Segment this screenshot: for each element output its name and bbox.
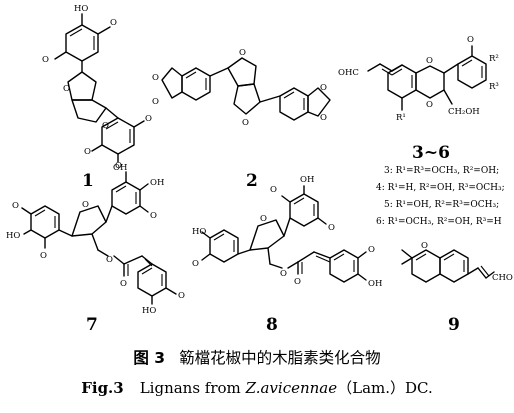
figure-caption-chinese: 图 3 簕檔花椒中的木脂素类化合物	[0, 346, 514, 368]
compound-3-6-r1-label: R¹	[396, 113, 406, 123]
compound-7-ome-label: O	[150, 211, 157, 221]
compound-9-number: 9	[448, 315, 460, 335]
compound-3-6-number: 3~6	[412, 143, 450, 163]
compound-2-dioxole-o-label: O	[152, 97, 159, 107]
compound-1-oh-label: OH	[113, 163, 127, 173]
figure-caption-english: Fig.3 Lignans from Z.avicennae（Lam.）DC.	[0, 377, 514, 398]
legend-compound-4: 4: R¹=H, R²=OH, R³=OCH₃;	[376, 183, 505, 193]
compound-7-ome-label: O	[40, 251, 47, 261]
compound-8-ome-label: O	[328, 223, 335, 233]
compound-7-ome-label: O	[178, 291, 185, 301]
legend-compound-6: 6: R¹=OCH₃, R²=OH, R³=H	[376, 217, 502, 227]
compound-9-ring-o-label: O	[421, 241, 428, 251]
compound-1-ome-label: O	[42, 55, 49, 65]
compound-8-number: 8	[266, 315, 278, 335]
compound-2-dioxole-o-label: O	[152, 73, 159, 83]
compound-8-ring-o-label: O	[260, 214, 267, 224]
compound-2-number: 2	[246, 171, 258, 191]
compound-1-ho-label: HO	[74, 4, 88, 14]
compound-1-number: 1	[82, 171, 94, 191]
compound-2-structure	[161, 57, 331, 121]
compound-3-6-r2-label: R²	[489, 54, 499, 64]
compound-8-oh-label: OH	[300, 175, 314, 185]
figure-title-english-post: （Lam.）DC.	[337, 379, 433, 397]
compound-3-6-structure	[367, 45, 487, 111]
compound-7-ester-o-label: O	[106, 255, 113, 265]
compound-2-ring-o-label: O	[242, 118, 249, 128]
figure-title-species: Z.avicennae	[245, 379, 338, 397]
compound-1-ome-label: O	[110, 18, 117, 28]
compound-8-ome-label: O	[270, 185, 277, 195]
compound-8-ome-label: O	[368, 245, 375, 255]
compound-7-carbonyl-o-label: O	[120, 279, 127, 289]
compound-9-cho-label: CHO	[492, 273, 513, 283]
compound-7-ome-label: O	[115, 161, 122, 171]
compound-3-6-cho-label: OHC	[338, 68, 359, 78]
compound-1-ring-o-label: O	[102, 121, 109, 131]
compound-2-dioxole-o-label: O	[320, 113, 327, 123]
compound-1-ring-o-label: O	[63, 84, 70, 94]
compound-7-structure	[21, 171, 177, 305]
compound-8-structure	[201, 185, 367, 283]
figure-title-english-pre: Lignans from	[139, 379, 246, 397]
compound-1-ome-label: O	[145, 114, 152, 124]
compound-7-ome-label: O	[12, 201, 19, 211]
legend-compound-5: 5: R¹=OH, R²=R³=OCH₃;	[384, 200, 499, 210]
compound-7-number: 7	[86, 315, 98, 335]
compound-2-dioxole-o-label: O	[320, 83, 327, 93]
compound-8-ho-label: HO	[192, 227, 206, 237]
compound-8-ester-o-label: O	[280, 269, 287, 279]
figure-title-chinese: 簕檔花椒中的木脂素类化合物	[179, 349, 381, 367]
figure-label-chinese: 图 3	[133, 349, 166, 367]
compound-3-6-ome-label: O	[467, 35, 474, 45]
compound-1-structure	[54, 13, 145, 163]
compound-7-ho-label: HO	[6, 231, 20, 241]
compound-3-6-ring-o-label: O	[426, 100, 433, 110]
compound-8-ome-label: O	[192, 259, 199, 269]
figure-label-english: Fig.3	[81, 379, 124, 397]
compound-8-oh-label: OH	[368, 279, 382, 289]
compound-1-ome-label: O	[84, 147, 91, 157]
compound-3-6-ch2oh-label: CH₂OH	[448, 107, 480, 117]
compound-3-6-ring-o-label: O	[426, 56, 433, 66]
compound-8-carbonyl-o-label: O	[294, 277, 301, 287]
compound-3-6-r3-label: R³	[489, 82, 499, 92]
compound-9-structure	[401, 249, 495, 283]
compound-7-ho-label: HO	[142, 306, 156, 316]
legend-compound-3: 3: R¹=R³=OCH₃, R²=OH;	[384, 166, 499, 176]
compound-7-ring-o-label: O	[82, 200, 89, 210]
compound-2-ring-o-label: O	[239, 48, 246, 58]
compound-7-oh-label: OH	[150, 178, 164, 188]
